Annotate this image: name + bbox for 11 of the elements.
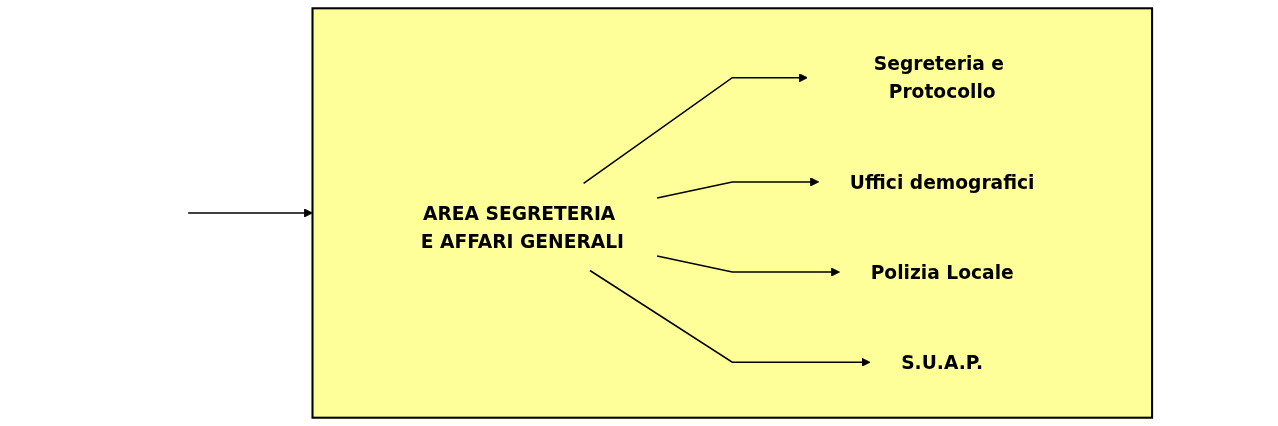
cluster bbox=[311, 7, 1154, 419]
arrow bbox=[187, 208, 313, 218]
arrow bbox=[656, 255, 840, 277]
node-text: S.U.A.P. bbox=[901, 351, 984, 374]
arrow bbox=[582, 73, 808, 185]
arrow bbox=[656, 177, 820, 199]
node-text: AREA SEGRETERIA E AFFARI GENERALI bbox=[420, 202, 625, 252]
node-text: Uffici demografici bbox=[849, 171, 1035, 193]
node-text: Polizia Locale bbox=[870, 261, 1014, 283]
arrow bbox=[589, 269, 871, 367]
node-text: Segreteria e Protocollo bbox=[873, 52, 1005, 103]
